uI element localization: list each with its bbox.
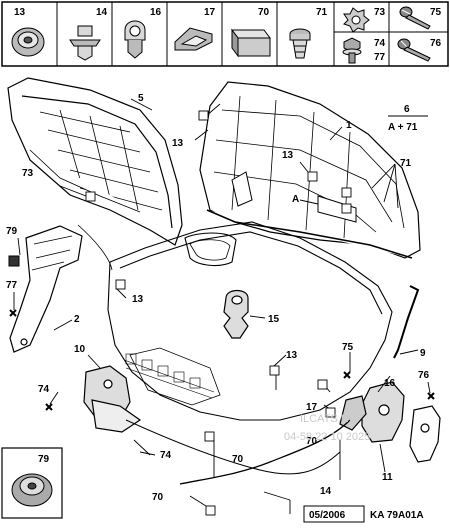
- thumb-label-16: 16: [150, 7, 162, 18]
- thumb-label-70: 70: [258, 7, 270, 18]
- screw-icon: [399, 6, 431, 30]
- callout-77: 77: [6, 280, 18, 291]
- thumb-label-13: 13: [14, 7, 26, 18]
- front-panel: [77, 221, 393, 421]
- star-markers: [9, 309, 435, 411]
- footer-ref: KA 79A01A: [370, 510, 424, 521]
- release-cable-2: [125, 419, 341, 475]
- callout-13-hood: 13: [282, 150, 294, 161]
- hood-insulation-pad: [7, 77, 183, 246]
- callout-79-inset: 79: [38, 454, 50, 465]
- callout-75: 75: [342, 342, 354, 353]
- tie-clip-icon: [231, 28, 271, 58]
- rubber-stop-79: [8, 255, 20, 267]
- callout-13-bay: 13: [132, 294, 144, 305]
- callout-11: 11: [382, 472, 393, 483]
- callout-13-top: 13: [172, 138, 184, 149]
- callout-14: 14: [320, 486, 332, 497]
- thumb-label-75: 75: [430, 7, 442, 18]
- callout-2: 2: [74, 314, 80, 325]
- watermark-site: ILCATS.RU: [300, 413, 357, 425]
- hood-hinge: [9, 225, 83, 353]
- callout-74-center: 74: [160, 450, 172, 461]
- callout-1: 1: [346, 120, 352, 131]
- callout-15: 15: [268, 314, 280, 325]
- watermark-phone: 04-58 22 10 2025: [284, 431, 370, 443]
- callout-70-bottom-left: 70: [152, 492, 164, 503]
- hood-latch-lever: [83, 365, 142, 433]
- callout-13-lower: 13: [286, 350, 298, 361]
- leader-lines: [13, 98, 431, 514]
- hood-seal: [223, 289, 249, 339]
- callout-73: 73: [22, 168, 34, 179]
- rivet-clip-icon: [289, 28, 311, 59]
- release-cable: [179, 419, 351, 485]
- thumb-label-77: 77: [374, 52, 386, 63]
- bolt-washer-icon: [342, 37, 362, 64]
- callout-70-right: 70: [306, 436, 318, 447]
- leader-boxes: [85, 110, 352, 516]
- thumb-label-74: 74: [374, 38, 386, 49]
- callout-9: 9: [420, 348, 426, 359]
- push-clip-icon: [69, 25, 101, 61]
- callout-71: 71: [400, 158, 412, 169]
- inset-79: [1, 447, 63, 519]
- hood-prop-rod: [393, 285, 420, 359]
- thumb-label-76: 76: [430, 38, 442, 49]
- thumb-label-73: 73: [374, 7, 386, 18]
- callout-76: 76: [418, 370, 430, 381]
- spring-clip-icon: [174, 27, 213, 51]
- callout-17: 17: [306, 402, 318, 413]
- callout-79-diagram: 79: [6, 226, 18, 237]
- thumb-label-71: 71: [316, 7, 328, 18]
- callout-10: 10: [74, 344, 86, 355]
- callout-A: A: [292, 194, 299, 205]
- lock-bracket: [409, 405, 441, 463]
- callout-6-sub: A + 71: [388, 122, 418, 133]
- thumb-label-17: 17: [204, 7, 216, 18]
- tapping-screw-icon: [397, 38, 431, 62]
- callout-5: 5: [138, 93, 144, 104]
- grommet-icon: [11, 27, 45, 57]
- hood-lock: [339, 381, 405, 443]
- callout-74-left: 74: [38, 384, 50, 395]
- footer-date: 05/2006: [309, 510, 346, 521]
- cable-clip-icon: [124, 20, 146, 59]
- rubber-buffer-icon: [11, 473, 53, 507]
- callout-16: 16: [384, 378, 396, 389]
- callout-70-center: 70: [232, 454, 244, 465]
- hood-panel: [199, 81, 421, 259]
- callout-6: 6: [404, 104, 410, 115]
- thumb-label-14: 14: [96, 7, 108, 18]
- footer-date-box: [303, 505, 365, 523]
- star-nut-icon: [343, 7, 370, 33]
